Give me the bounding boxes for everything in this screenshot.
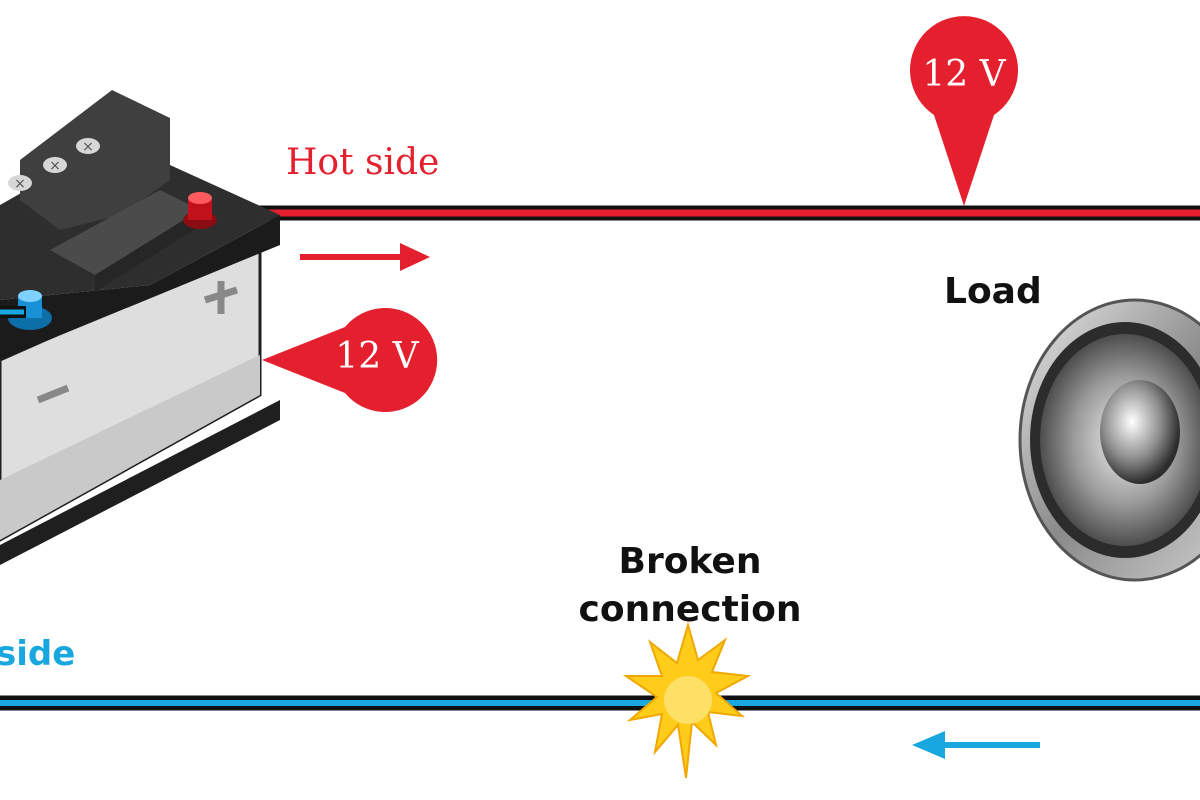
minus-mark (36, 384, 70, 404)
speaker-icon (1018, 298, 1200, 582)
load-label: Load (944, 271, 1042, 312)
side-voltage-label: 12 V (335, 336, 419, 377)
broken-label-line1: Broken (618, 541, 762, 582)
svg-text:×: × (82, 139, 94, 155)
ground-side-label: side (0, 634, 76, 674)
arrow-right-icon (300, 243, 430, 271)
top-voltage-label: 12 V (922, 54, 1006, 95)
battery-icon: × × × (0, 90, 280, 565)
location-pin-icon (910, 16, 1018, 207)
arrow-left-icon (912, 731, 1040, 759)
plus-mark (203, 281, 239, 314)
broken-connection-label: Broken connection (540, 538, 840, 634)
positive-terminal (183, 192, 217, 229)
negative-terminal (0, 290, 52, 330)
hot-side-label: Hot side (286, 142, 440, 183)
spark-icon (622, 621, 752, 779)
svg-text:×: × (49, 158, 61, 174)
broken-label-line2: connection (578, 589, 802, 630)
location-pin-icon (262, 307, 438, 412)
svg-text:×: × (14, 176, 26, 192)
